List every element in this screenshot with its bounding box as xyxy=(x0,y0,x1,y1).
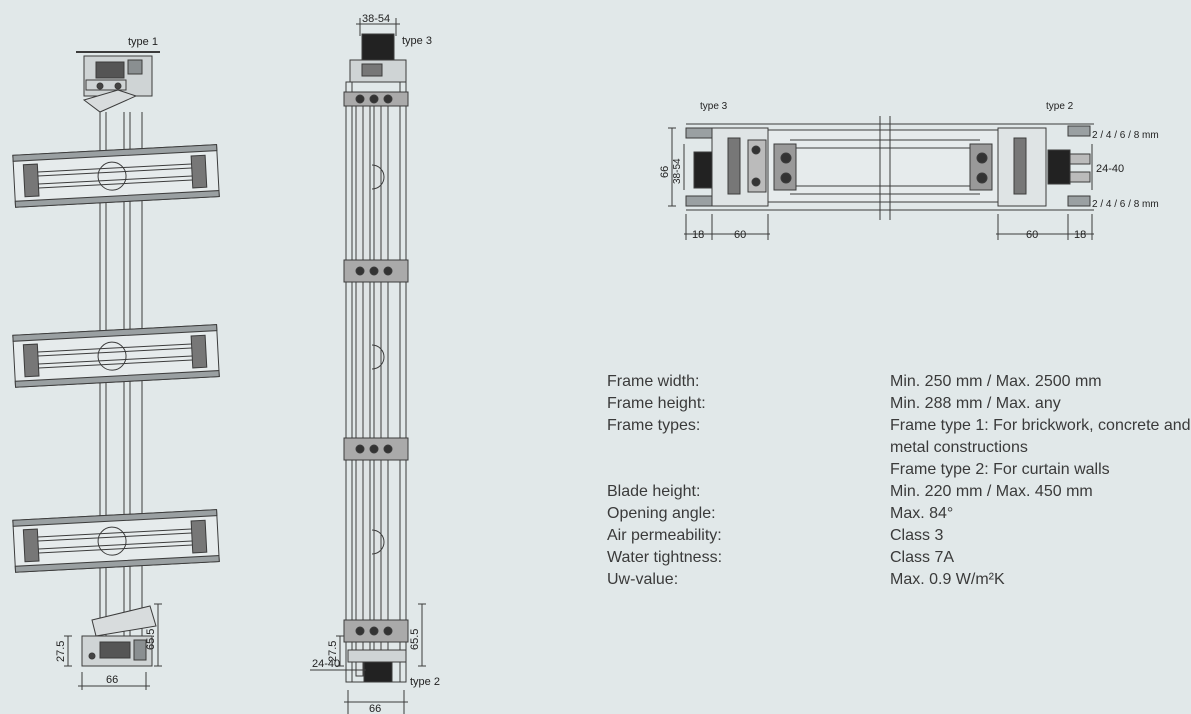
spec-label: Air permeability: xyxy=(607,527,722,544)
spec-label: Uw-value: xyxy=(607,571,679,588)
dim-mid-24-40: 24-40 xyxy=(312,658,340,670)
hinge-block-1 xyxy=(343,91,409,107)
dim-left-66: 66 xyxy=(106,674,118,686)
label-type-3-plan: type 3 xyxy=(700,101,728,112)
label-type-3-middle: type 3 xyxy=(402,35,432,47)
dim-plan-60-left: 60 xyxy=(734,229,746,241)
spec-value: Max. 84° xyxy=(890,503,1175,525)
dim-mid-65-5: 65.5 xyxy=(409,629,421,650)
spec-value: Class 3 xyxy=(890,525,1175,547)
dim-plan-18-right: 18 xyxy=(1074,229,1086,241)
label-type-1: type 1 xyxy=(128,36,158,48)
blade-left-3 xyxy=(12,509,220,573)
hinge-block-2 xyxy=(343,259,409,283)
spec-value-line: Max. 0.9 W/m²K xyxy=(890,571,1005,588)
dim-plan-24-40: 24-40 xyxy=(1096,163,1124,175)
spec-label: Water tightness: xyxy=(607,549,723,566)
spec-value: Min. 220 mm / Max. 450 mm xyxy=(890,481,1175,503)
spec-row: Frame height: Min. 288 mm / Max. any xyxy=(607,393,1175,415)
plan-left-type3 xyxy=(685,127,769,207)
top-seal-type3 xyxy=(349,18,407,83)
bottom-profile-left xyxy=(81,605,157,667)
spec-value: Min. 250 mm / Max. 2500 mm xyxy=(890,371,1175,393)
spec-row: Frame types: Frame type 1: For brickwork,… xyxy=(607,415,1191,481)
spec-value-line: Min. 250 mm / Max. 2500 mm xyxy=(890,373,1102,390)
dim-plan-60-right: 60 xyxy=(1026,229,1038,241)
label-type-2-middle: type 2 xyxy=(410,676,440,688)
spec-value-line: Frame type 2: For curtain walls xyxy=(890,461,1110,478)
spec-value: Min. 288 mm / Max. any xyxy=(890,393,1175,415)
spec-label: Blade height: xyxy=(607,483,701,500)
spec-value: Class 7A xyxy=(890,547,1175,569)
spec-value-line: Min. 220 mm / Max. 450 mm xyxy=(890,483,1093,500)
dim-mid-66: 66 xyxy=(369,703,381,714)
dim-mid-27-5: 27.5 xyxy=(327,641,339,662)
spec-value-line: Min. 288 mm / Max. any xyxy=(890,395,1061,412)
dim-left-65-5: 65.5 xyxy=(145,629,157,650)
blade-left-1 xyxy=(12,144,220,208)
dim-plan-glass-top: 2 / 4 / 6 / 8 mm xyxy=(1092,130,1159,141)
spec-value-line: Class 7A xyxy=(890,549,955,566)
left-section-drawing xyxy=(12,51,220,690)
spec-value-line: metal constructions xyxy=(890,439,1028,456)
dim-mid-38-54: 38-54 xyxy=(362,13,390,25)
spec-row: Air permeability: Class 3 xyxy=(607,525,1175,547)
spec-value: Frame type 1: For brickwork, concrete an… xyxy=(890,415,1191,481)
spec-label: Frame types: xyxy=(607,417,701,434)
blade-left-2 xyxy=(12,324,220,388)
spec-row: Uw-value: Max. 0.9 W/m²K xyxy=(607,569,1175,591)
plan-section-drawing xyxy=(668,116,1094,240)
middle-section-drawing xyxy=(310,18,426,714)
spec-row: Blade height: Min. 220 mm / Max. 450 mm xyxy=(607,481,1175,503)
spec-label: Frame height: xyxy=(607,395,706,412)
spec-label: Opening angle: xyxy=(607,505,716,522)
hinge-block-4 xyxy=(343,619,409,643)
spec-value-line: Class 3 xyxy=(890,527,944,544)
spec-label: Frame width: xyxy=(607,373,700,390)
spec-value-line: Frame type 1: For brickwork, concrete an… xyxy=(890,417,1191,434)
plan-right-type2 xyxy=(997,125,1091,207)
dim-plan-38-54: 38-54 xyxy=(672,158,683,184)
spec-row: Opening angle: Max. 84° xyxy=(607,503,1175,525)
spec-row: Water tightness: Class 7A xyxy=(607,547,1175,569)
dim-plan-glass-bottom: 2 / 4 / 6 / 8 mm xyxy=(1092,199,1159,210)
spec-value-line: Max. 84° xyxy=(890,505,954,522)
label-type-2-plan: type 2 xyxy=(1046,101,1074,112)
spec-value: Max. 0.9 W/m²K xyxy=(890,569,1175,591)
hinge-block-3 xyxy=(343,437,409,461)
spec-row: Frame width: Min. 250 mm / Max. 2500 mm xyxy=(607,371,1175,393)
dim-left-27-5: 27.5 xyxy=(55,641,67,662)
dim-plan-66: 66 xyxy=(659,166,671,178)
dim-plan-18-left: 18 xyxy=(692,229,704,241)
top-profile-type1 xyxy=(76,51,160,113)
